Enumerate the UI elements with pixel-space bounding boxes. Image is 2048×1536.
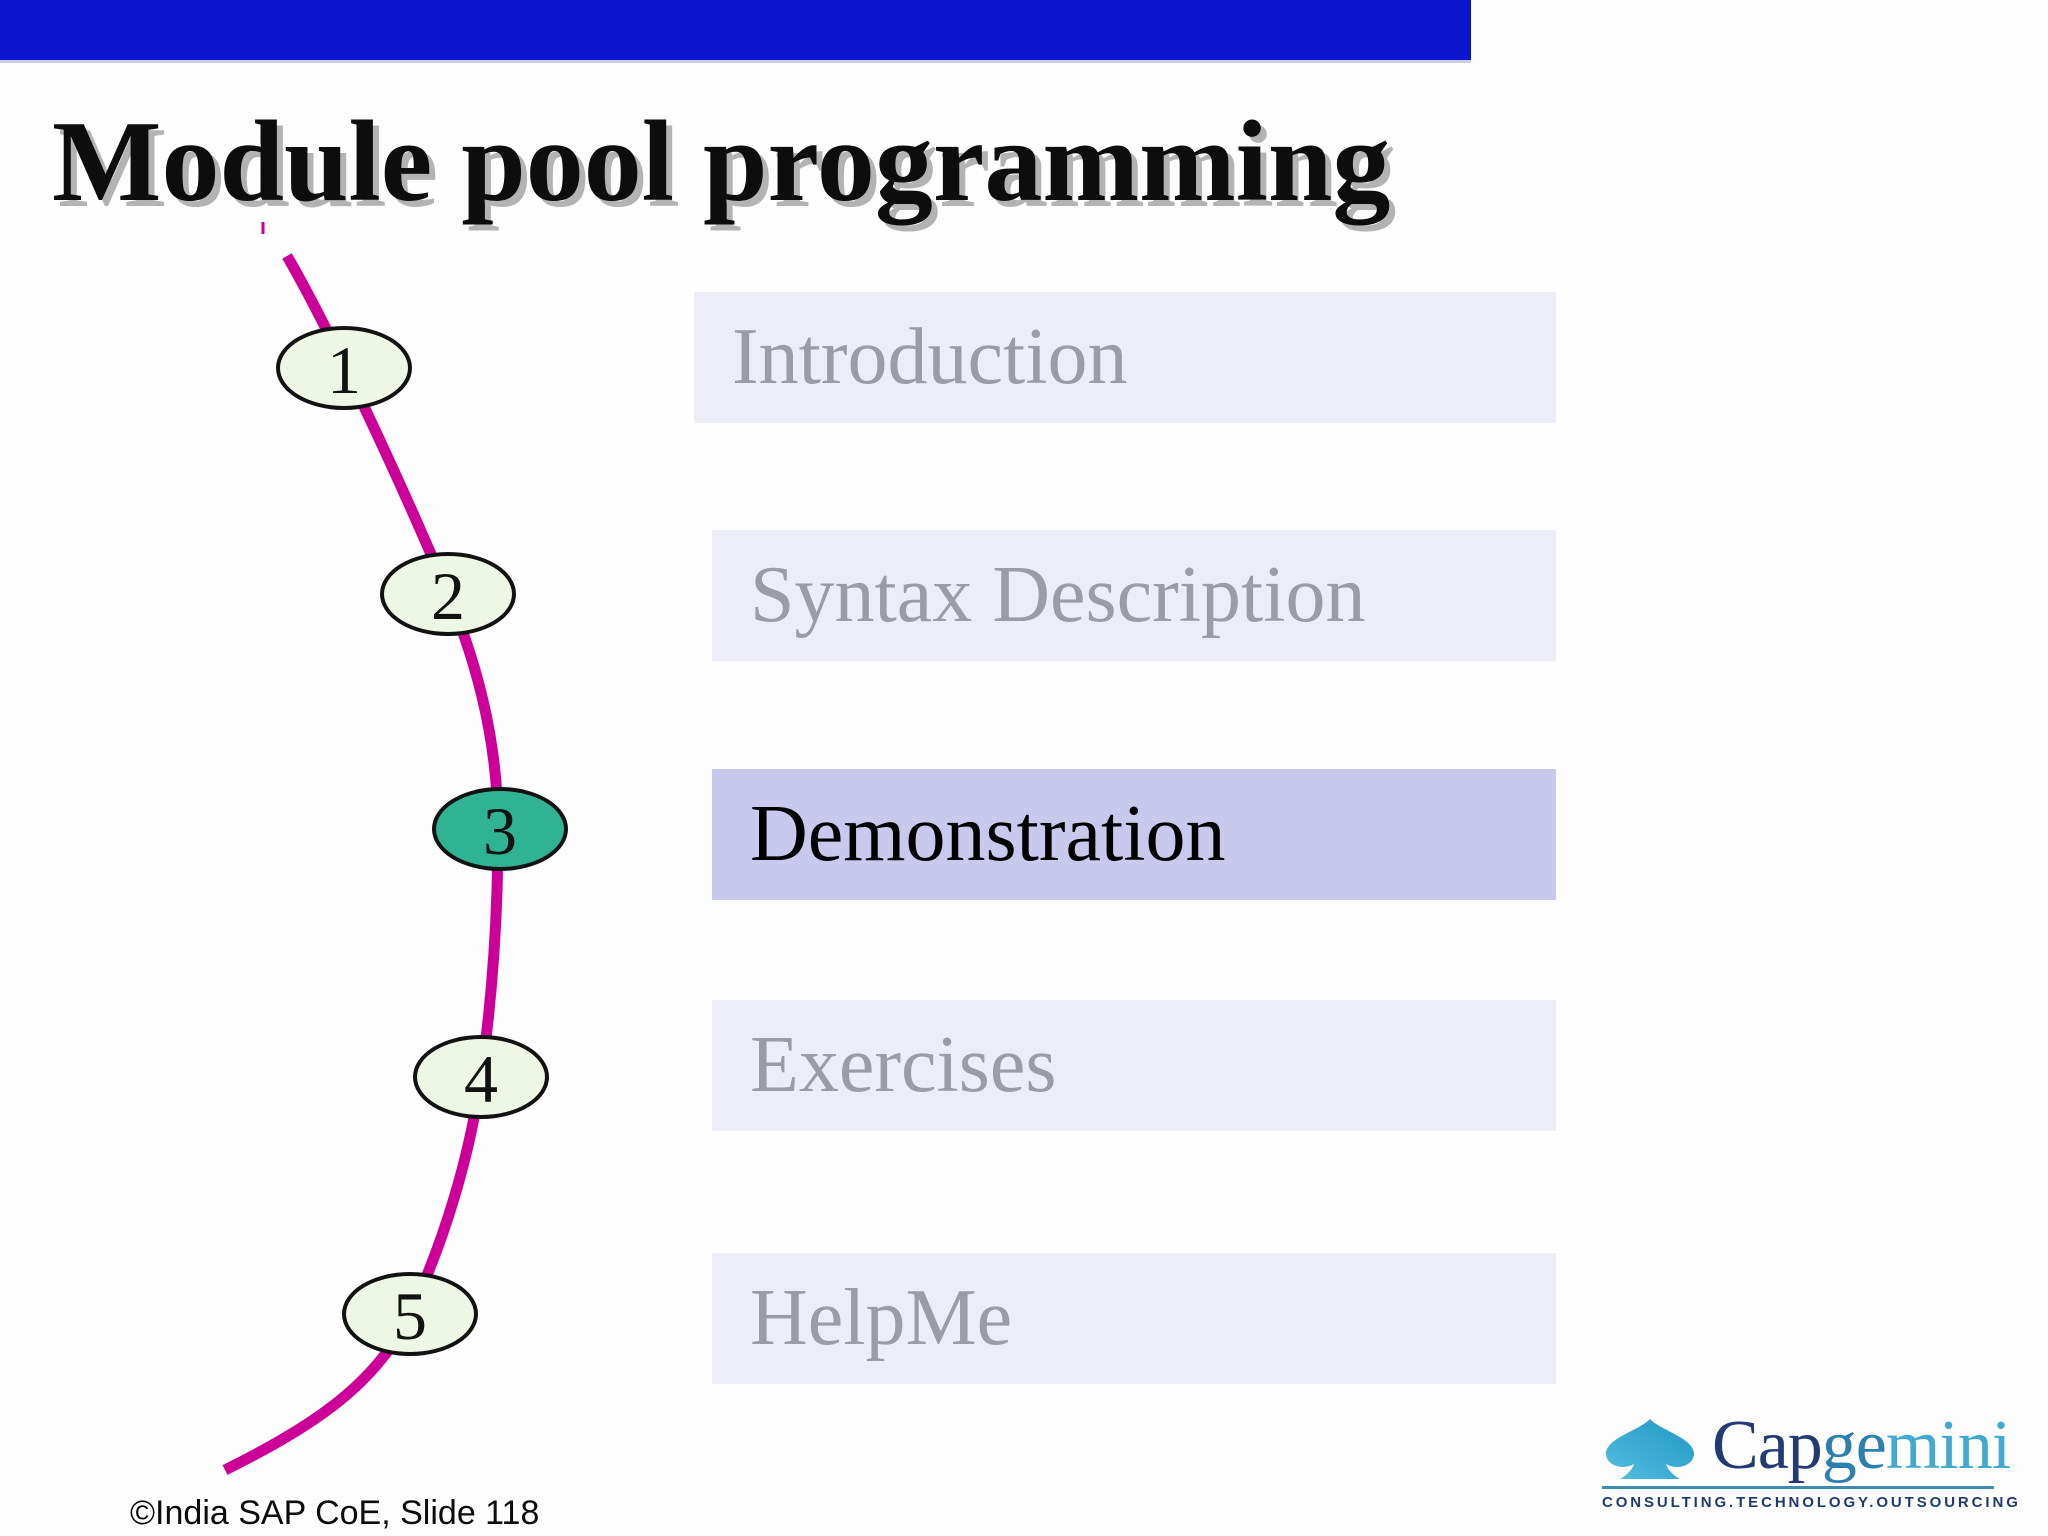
menu-item-label: Exercises: [750, 1021, 1057, 1109]
step-number: 2: [431, 558, 465, 634]
page-title: Module pool programming: [52, 98, 1391, 226]
menu-item-label: Introduction: [732, 313, 1128, 401]
spade-shape: [1605, 1419, 1695, 1479]
capgemini-logo: Capgemini CONSULTING.TECHNOLOGY.OUTSOURC…: [1596, 1392, 2018, 1514]
step-number: 5: [393, 1278, 427, 1354]
wordmark-ge: ge: [1821, 1407, 1887, 1484]
step-marker-1: 1: [276, 326, 412, 410]
menu-item-exercises: Exercises: [712, 1000, 1556, 1131]
wordmark-cap: Cap: [1712, 1407, 1823, 1484]
step-marker-3-active: 3: [432, 787, 568, 871]
capgemini-spade-icon: [1605, 1419, 1695, 1479]
menu-item-syntax-description: Syntax Description: [712, 530, 1556, 661]
logo-tagline: CONSULTING.TECHNOLOGY.OUTSOURCING: [1602, 1494, 2021, 1511]
menu-item-label: Demonstration: [750, 790, 1226, 878]
step-number: 1: [327, 332, 361, 408]
logo-divider-line: [1602, 1486, 1994, 1489]
step-number: 3: [483, 793, 517, 869]
step-marker-2: 2: [380, 552, 516, 636]
step-marker-5: 5: [342, 1272, 478, 1356]
step-marker-4: 4: [413, 1035, 549, 1119]
step-number: 4: [464, 1041, 498, 1117]
menu-item-label: Syntax Description: [750, 551, 1366, 639]
menu-item-demonstration-active: Demonstration: [712, 769, 1556, 900]
menu-item-helpme: HelpMe: [712, 1253, 1556, 1384]
capgemini-wordmark: Capgemini: [1712, 1406, 2011, 1486]
wordmark-mini: mini: [1885, 1407, 2011, 1484]
slide-footer-copyright: ©India SAP CoE, Slide 118: [130, 1494, 540, 1532]
menu-item-introduction: Introduction: [694, 292, 1556, 423]
top-blue-bar: [0, 0, 1471, 63]
menu-item-label: HelpMe: [750, 1274, 1013, 1362]
